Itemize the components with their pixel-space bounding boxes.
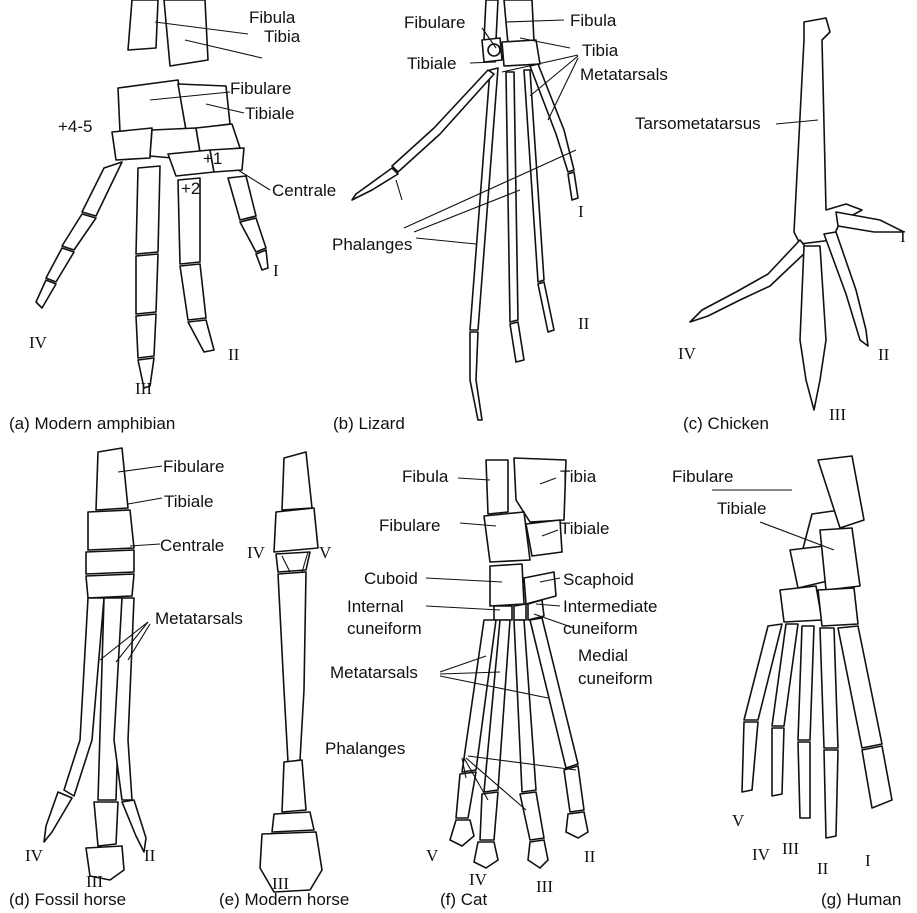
label-f-fibulare: Fibulare — [379, 517, 440, 534]
digit-b-i: I — [578, 203, 584, 220]
caption-a: (a) Modern amphibian — [9, 415, 175, 432]
fossil-horse-foot-drawing — [44, 448, 162, 880]
label-f-fibula: Fibula — [402, 468, 448, 485]
caption-b: (b) Lizard — [333, 415, 405, 432]
label-b-phalanges: Phalanges — [332, 236, 412, 253]
digit-e-iv: IV — [247, 544, 265, 561]
digit-a-iv: IV — [29, 334, 47, 351]
label-b-tibiale: Tibiale — [407, 55, 456, 72]
label-f-medial-1: Medial — [578, 647, 628, 664]
label-f-medial-2: cuneiform — [578, 670, 653, 687]
caption-d: (d) Fossil horse — [9, 891, 126, 908]
label-f-intermediate-1: Intermediate — [563, 598, 658, 615]
mark-a-c45: +4-5 — [58, 118, 93, 135]
label-a-fibula: Fibula — [249, 9, 295, 26]
label-f-tibia: Tibia — [560, 468, 596, 485]
digit-b-ii: II — [578, 315, 589, 332]
digit-a-i: I — [273, 262, 279, 279]
label-b-fibulare: Fibulare — [404, 14, 465, 31]
caption-e: (e) Modern horse — [219, 891, 349, 908]
digit-e-v: V — [319, 544, 331, 561]
digit-f-iii: III — [536, 878, 553, 895]
label-f-tibiale: Tibiale — [560, 520, 609, 537]
label-b-metatarsals: Metatarsals — [580, 66, 668, 83]
label-g-tibiale: Tibiale — [717, 500, 766, 517]
digit-g-i: I — [865, 852, 871, 869]
caption-g: (g) Human — [821, 891, 901, 908]
amphibian-foot-drawing — [36, 0, 270, 388]
digit-g-iv: IV — [752, 846, 770, 863]
caption-c: (c) Chicken — [683, 415, 769, 432]
digit-a-iii: III — [135, 380, 152, 397]
digit-f-v: V — [426, 847, 438, 864]
digit-d-ii: II — [144, 847, 155, 864]
label-d-centrale: Centrale — [160, 537, 224, 554]
chicken-foot-drawing — [690, 18, 904, 410]
label-f-cuboid: Cuboid — [364, 570, 418, 587]
digit-c-ii: II — [878, 346, 889, 363]
label-a-fibulare: Fibulare — [230, 80, 291, 97]
digit-f-ii: II — [584, 848, 595, 865]
digit-g-ii: II — [817, 860, 828, 877]
label-f-metatarsals: Metatarsals — [330, 664, 418, 681]
label-d-metatarsals: Metatarsals — [155, 610, 243, 627]
modern-horse-foot-drawing — [260, 452, 322, 892]
label-b-fibula: Fibula — [570, 12, 616, 29]
digit-c-iv: IV — [678, 345, 696, 362]
label-c-tarsometatarsus: Tarsometatarsus — [635, 115, 761, 132]
mark-a-c1: +1 — [203, 150, 222, 167]
mark-a-c2: +2 — [181, 180, 200, 197]
label-f-internal-2: cuneiform — [347, 620, 422, 637]
label-f-intermediate-2: cuneiform — [563, 620, 638, 637]
lizard-foot-drawing — [352, 0, 578, 420]
digit-g-v: V — [732, 812, 744, 829]
digit-c-i: I — [900, 228, 906, 245]
digit-d-iv: IV — [25, 847, 43, 864]
caption-f: (f) Cat — [440, 891, 487, 908]
label-f-scaphoid: Scaphoid — [563, 571, 634, 588]
label-f-phalanges: Phalanges — [325, 740, 405, 757]
label-a-tibia: Tibia — [264, 28, 300, 45]
digit-g-iii: III — [782, 840, 799, 857]
label-a-centrale: Centrale — [272, 182, 336, 199]
digit-d-iii: III — [86, 873, 103, 890]
label-a-tibiale: Tibiale — [245, 105, 294, 122]
label-g-fibulare: Fibulare — [672, 468, 733, 485]
digit-f-iv: IV — [469, 871, 487, 888]
label-d-tibiale: Tibiale — [164, 493, 213, 510]
digit-a-ii: II — [228, 346, 239, 363]
label-b-tibia: Tibia — [582, 42, 618, 59]
label-d-fibulare: Fibulare — [163, 458, 224, 475]
label-f-internal-1: Internal — [347, 598, 404, 615]
digit-c-iii: III — [829, 406, 846, 423]
